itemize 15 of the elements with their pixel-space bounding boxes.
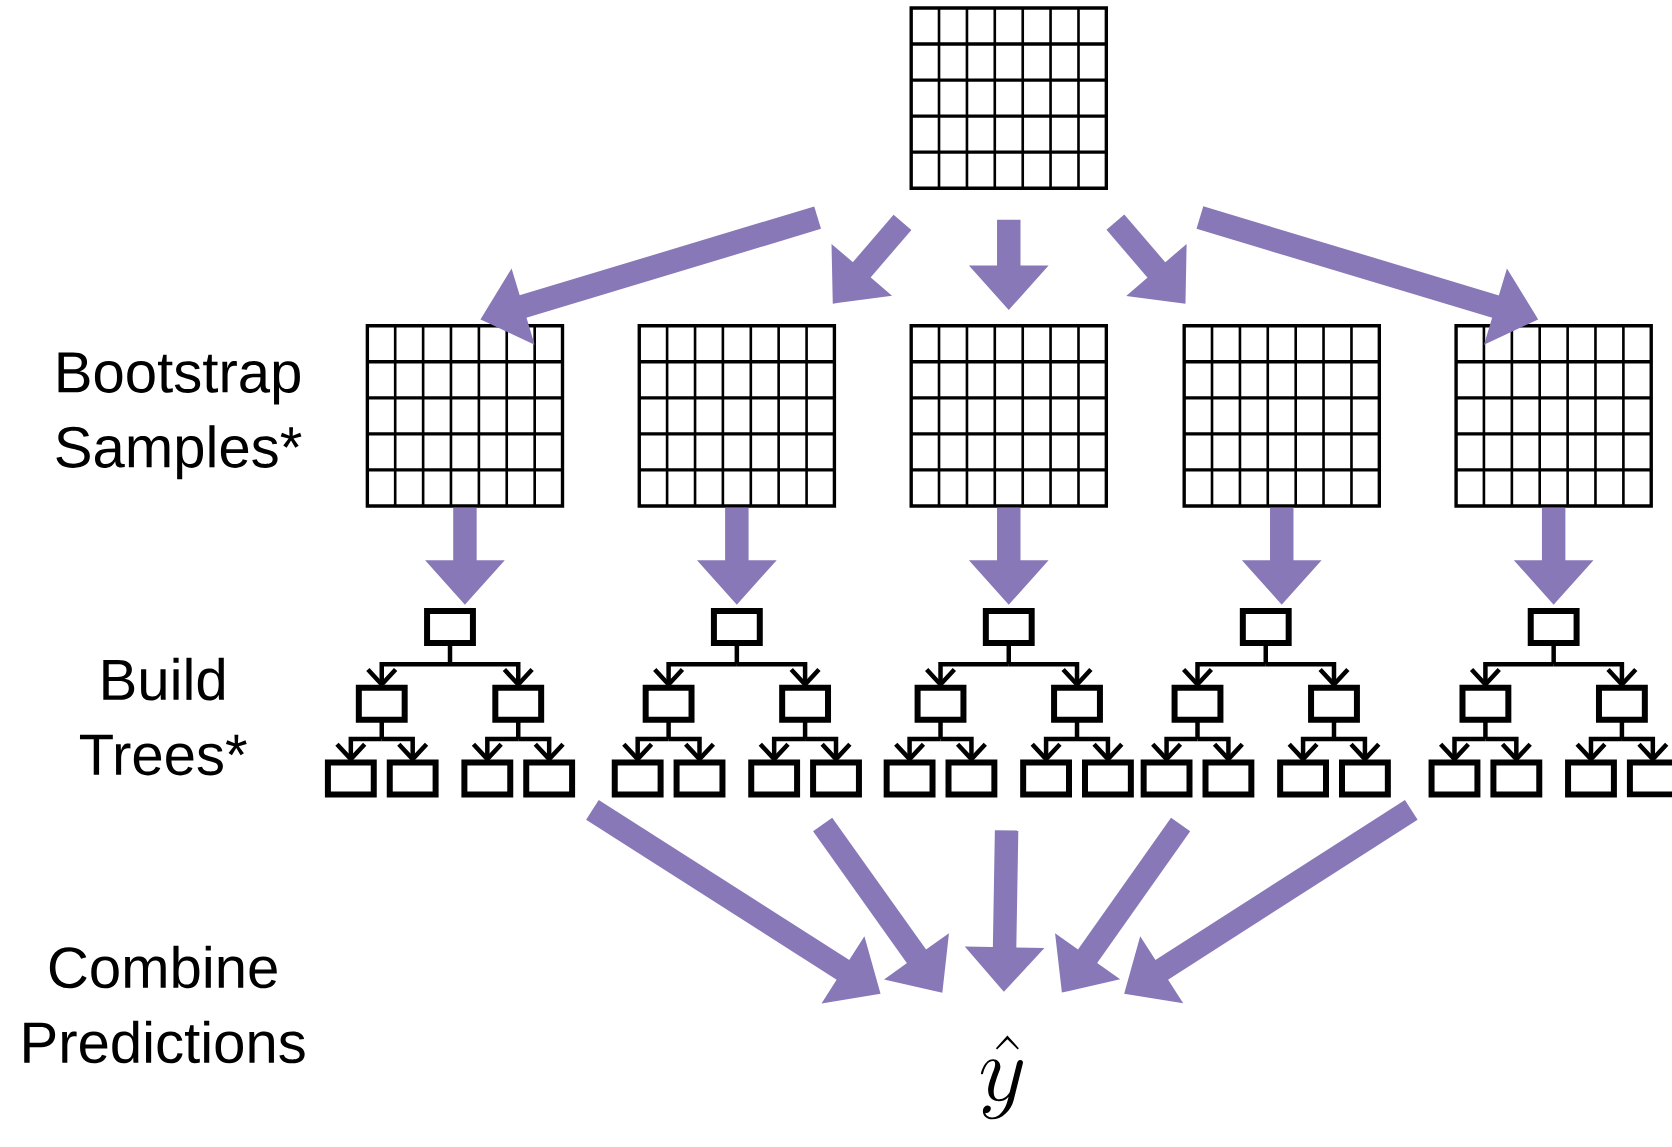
- data-table: [909, 6, 1108, 190]
- decision-tree-drawing: [1140, 607, 1391, 798]
- decision-tree-drawing: [883, 607, 1134, 798]
- data-table: [909, 323, 1108, 508]
- row-label: Bootstrap Samples*: [56, 352, 302, 480]
- data-table: [637, 323, 837, 508]
- data-table: [1454, 323, 1653, 508]
- row-label: Combine Predictions: [24, 945, 305, 1064]
- decision-tree-drawing: [611, 607, 862, 798]
- prediction-symbol: $\hat{y}$: [980, 1035, 1023, 1120]
- decision-tree-drawing: [324, 607, 576, 798]
- decision-tree-drawing: [1428, 607, 1672, 798]
- data-table: [1182, 323, 1381, 508]
- row-label: Build Trees*: [80, 657, 247, 776]
- data-table: [365, 323, 565, 508]
